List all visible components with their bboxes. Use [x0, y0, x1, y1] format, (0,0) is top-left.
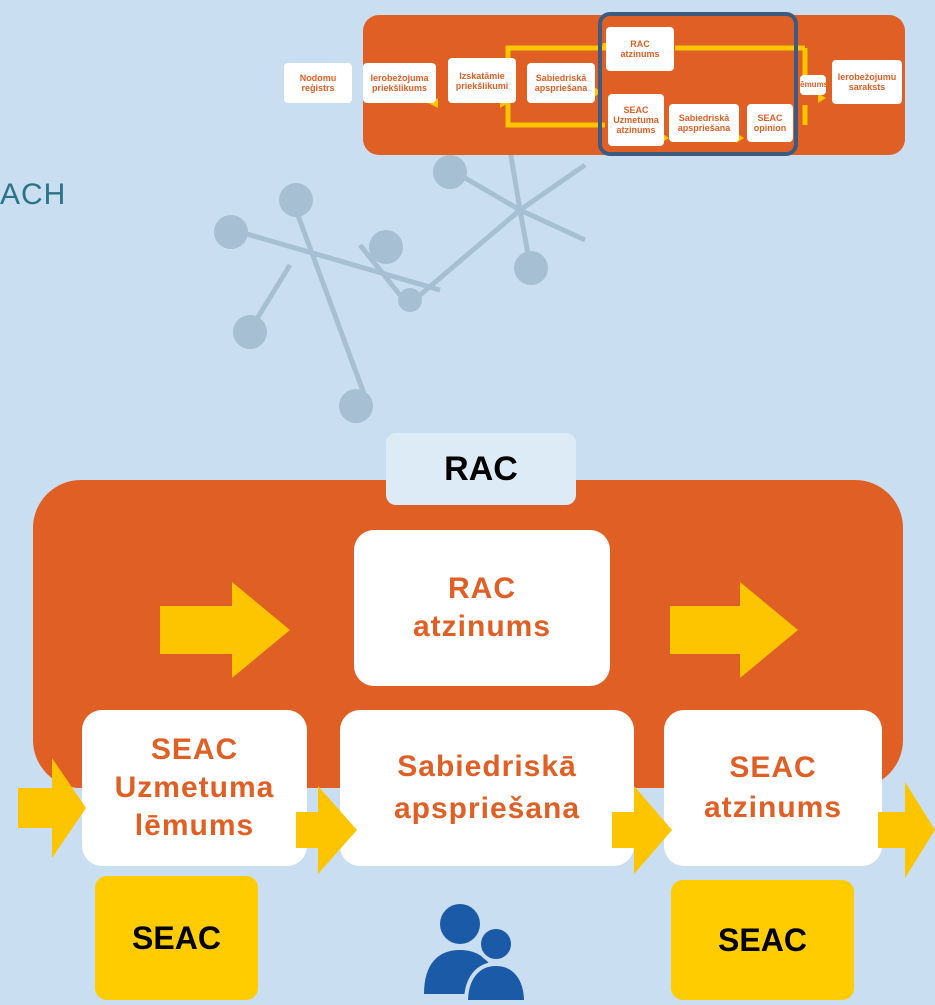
- sabiedriska-line-2: apspriešana: [393, 792, 581, 825]
- people-icon: [424, 904, 529, 1002]
- seac-atzinums-box: SEAC atzinums: [664, 710, 882, 866]
- seac-uzmetuma-line-2: Uzmetuma: [114, 771, 275, 804]
- mini-highlight-frame: [598, 12, 798, 156]
- arrow-right-icon: [612, 786, 672, 874]
- mini-box-lemums: lēmums: [800, 75, 826, 95]
- seac-uzmetuma-line-3: lēmums: [134, 809, 255, 842]
- seac-uzmetuma-box: SEAC Uzmetuma lēmums: [82, 710, 307, 866]
- rac-label: RAC: [386, 433, 576, 505]
- arrow-right-icon: [670, 582, 798, 678]
- arrow-right-icon: [296, 786, 357, 874]
- mini-box-nodomu: Nodomu reģistrs: [284, 63, 352, 103]
- mini-box-rac: RAC atzinums: [606, 27, 674, 71]
- mini-box-izskatamie: Izskatāmie priekšlikumi: [448, 58, 516, 103]
- seac-atzinums-line-1: SEAC: [729, 751, 817, 784]
- mini-box-sabiedriska-2: Sabiedriskā apspriešana: [669, 104, 739, 142]
- rac-atzinums-line-2: atzinums: [412, 610, 552, 643]
- sabiedriska-line-1: Sabiedriskā: [397, 750, 577, 783]
- mini-box-sabiedriska-1: Sabiedriskā apspriešana: [527, 63, 595, 103]
- rac-atzinums-line-1: RAC: [448, 572, 516, 605]
- seac-uzmetuma-line-1: SEAC: [150, 733, 239, 766]
- seac-badge-right: SEAC: [671, 880, 854, 1000]
- arrow-right-icon: [878, 782, 935, 878]
- arrow-right-icon: [18, 758, 86, 858]
- mini-box-seac-uzmetuma: SEAC Uzmetuma atzinums: [608, 94, 664, 146]
- seac-atzinums-line-2: atzinums: [703, 791, 843, 824]
- sabiedriska-box: Sabiedriskā apspriešana: [340, 710, 634, 866]
- seac-badge-left: SEAC: [95, 876, 258, 1000]
- logo-text: ACH: [0, 178, 67, 211]
- rac-atzinums-box: RAC atzinums: [354, 530, 610, 686]
- arrow-right-icon: [160, 582, 290, 678]
- mini-box-saraksts: Ierobežojumu saraksts: [832, 60, 902, 104]
- mini-box-seac-opinion: SEAC opinion: [747, 104, 793, 142]
- mini-box-ierobezojuma: Ierobežojuma priekšlikums: [363, 63, 436, 103]
